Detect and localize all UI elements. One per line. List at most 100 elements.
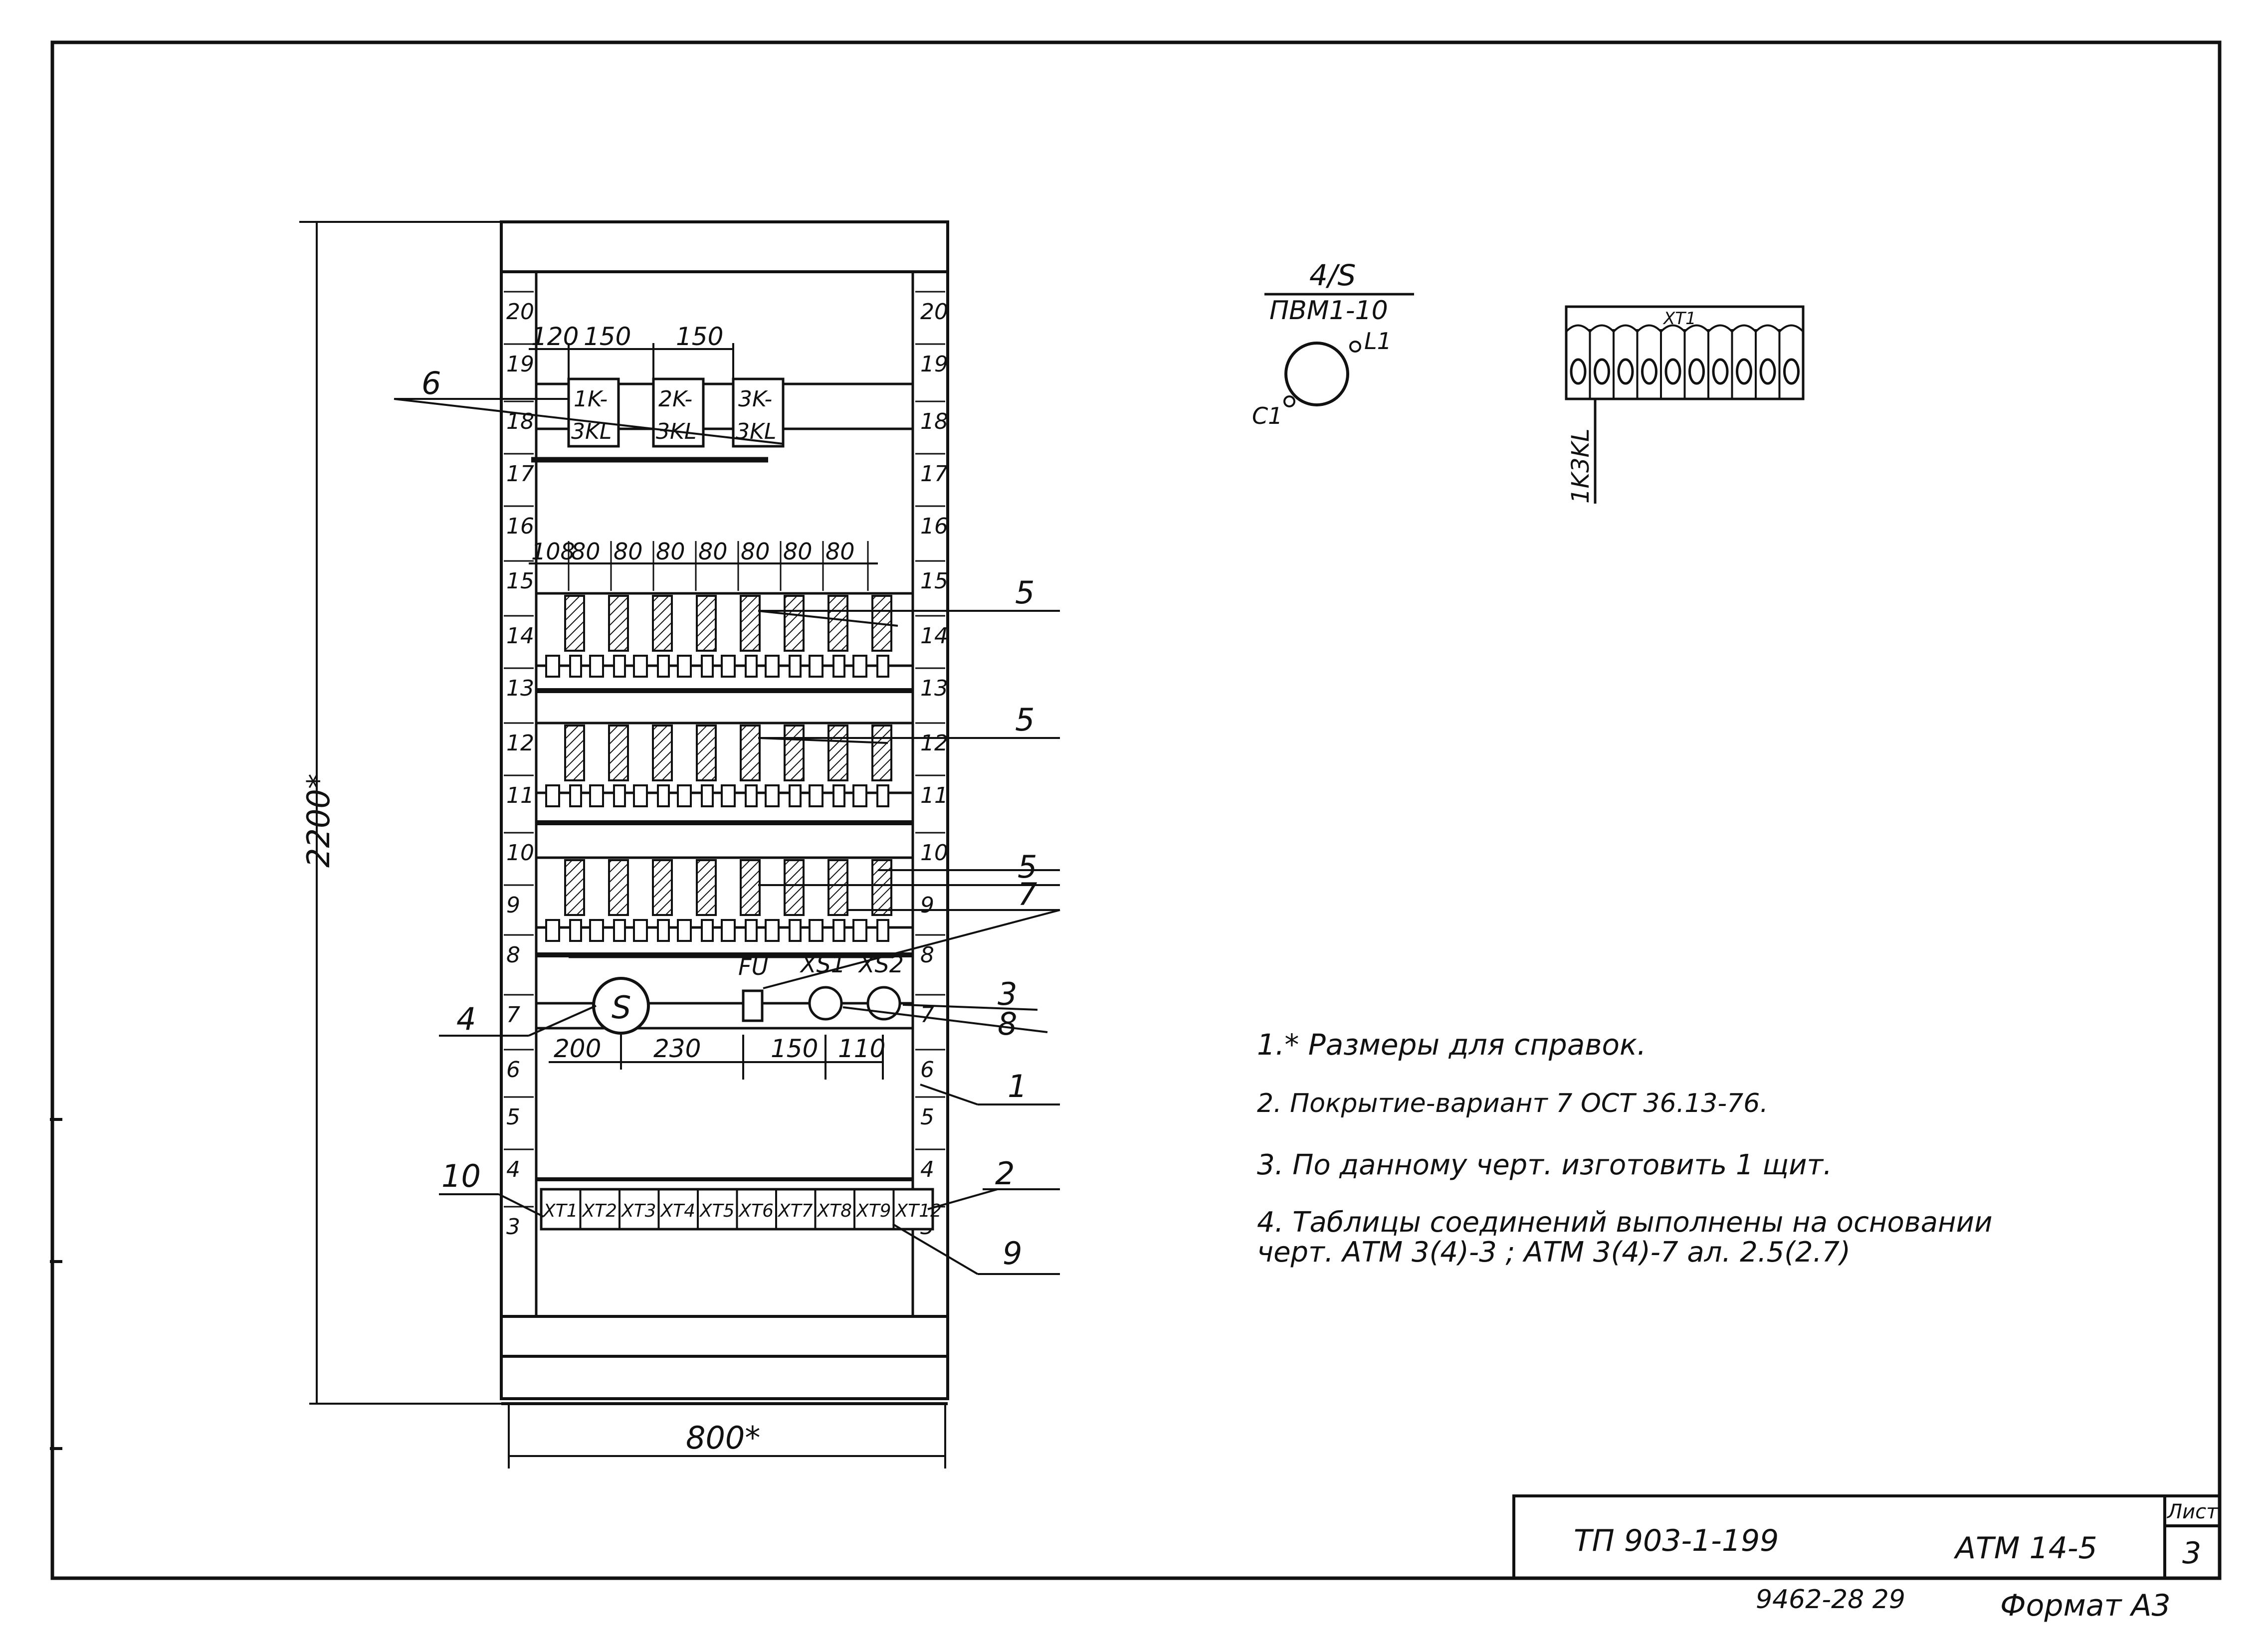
terminal-block-label: XT2 bbox=[582, 1201, 618, 1221]
contactor-label-top: 1K- bbox=[574, 386, 608, 412]
terminal-clamp bbox=[569, 919, 582, 942]
breaker-module bbox=[652, 595, 673, 652]
rail-number-right: 4 bbox=[920, 1157, 934, 1182]
rail-number-left: 20 bbox=[506, 299, 534, 325]
callout-9: 9 bbox=[1003, 1235, 1022, 1272]
terminal-screw bbox=[1570, 358, 1587, 385]
terminal-clamp bbox=[569, 655, 582, 678]
rail-number-right: 13 bbox=[920, 676, 948, 701]
switch-label: S bbox=[612, 989, 631, 1026]
terminal-screw bbox=[1736, 358, 1752, 385]
terminal-clamp bbox=[745, 784, 758, 807]
note-4: 4. Таблицы соединений выполнены на основ… bbox=[1257, 1206, 1992, 1239]
dimension-value: 120 bbox=[531, 322, 579, 351]
terminal-clamp bbox=[657, 919, 670, 942]
terminal-clamp bbox=[789, 784, 802, 807]
contactor-device bbox=[652, 377, 705, 448]
terminal-clamp bbox=[765, 784, 780, 807]
switch-fraction-top: 4/S bbox=[1309, 258, 1356, 292]
rail-number-left: 14 bbox=[506, 623, 534, 649]
terminal-clamp bbox=[569, 784, 582, 807]
leader bbox=[758, 610, 898, 627]
rail-number-left: 8 bbox=[506, 942, 520, 968]
project-code: ТП 903-1-199 bbox=[1574, 1523, 1779, 1558]
terminal-jumper bbox=[1589, 324, 1615, 333]
breaker-module bbox=[564, 595, 585, 652]
terminal-clamp bbox=[789, 655, 802, 678]
rail-number-left: 3 bbox=[506, 1214, 520, 1240]
dimension-value: 150 bbox=[771, 1034, 818, 1063]
rail-number-right: 17 bbox=[920, 461, 948, 487]
terminal-screw bbox=[1783, 358, 1800, 385]
terminal-clamp bbox=[589, 784, 604, 807]
terminal-clamp bbox=[721, 919, 736, 942]
terminal-screw bbox=[1641, 358, 1657, 385]
terminal-clamp bbox=[701, 655, 714, 678]
width-label: 800* bbox=[686, 1420, 760, 1456]
rail-number-right: 15 bbox=[920, 568, 948, 594]
terminal-clamp bbox=[545, 655, 560, 678]
terminal-jumper bbox=[1684, 324, 1709, 333]
terminal-jumper bbox=[1637, 324, 1662, 333]
leader bbox=[498, 1193, 544, 1218]
terminal-clamp bbox=[657, 655, 670, 678]
terminal-block-label: XT6 bbox=[738, 1201, 774, 1221]
pin-c1-label: C1 bbox=[1252, 402, 1282, 429]
callout-6: 6 bbox=[421, 365, 441, 401]
leader bbox=[927, 1188, 998, 1210]
breaker-module bbox=[652, 725, 673, 781]
terminal-clamp bbox=[876, 919, 889, 942]
leader bbox=[528, 1005, 597, 1037]
terminal-jumper bbox=[1660, 324, 1685, 333]
leader bbox=[394, 398, 784, 445]
terminal-screw bbox=[1594, 358, 1610, 385]
terminal-clamp bbox=[677, 919, 692, 942]
rail-number-left: 9 bbox=[506, 893, 520, 918]
terminal-detail-side-label: 1K3KL bbox=[1567, 428, 1595, 504]
breaker-module bbox=[827, 859, 848, 916]
rail-number-left: 12 bbox=[506, 731, 534, 756]
terminal-clamp bbox=[633, 784, 648, 807]
leader bbox=[763, 909, 1060, 989]
rail-number-right: 6 bbox=[920, 1057, 934, 1083]
terminal-clamp bbox=[613, 919, 626, 942]
rail-number-right: 19 bbox=[920, 352, 948, 377]
breaker-module bbox=[871, 725, 892, 781]
socket-2-label: XS2 bbox=[858, 951, 904, 978]
rail-number-right: 9 bbox=[920, 893, 934, 918]
breaker-module bbox=[652, 859, 673, 916]
switch-fraction-bottom: ПВМ1-10 bbox=[1269, 296, 1388, 326]
terminal-screw bbox=[1664, 358, 1681, 385]
breaker-module bbox=[740, 859, 761, 916]
contactor-label-top: 3K- bbox=[738, 386, 772, 412]
terminal-block-label: XT9 bbox=[855, 1201, 891, 1221]
terminal-clamp bbox=[721, 784, 736, 807]
breaker-module bbox=[564, 859, 585, 916]
terminal-clamp bbox=[721, 655, 736, 678]
dimension-value: 200 bbox=[554, 1034, 601, 1063]
terminal-clamp bbox=[545, 784, 560, 807]
rail-number-left: 15 bbox=[506, 568, 534, 594]
dimension-value: 80 bbox=[783, 538, 813, 565]
terminal-block-label: XT1 bbox=[542, 1201, 578, 1221]
terminal-clamp bbox=[809, 784, 824, 807]
rail-number-left: 7 bbox=[506, 1002, 520, 1028]
terminal-clamp bbox=[677, 784, 692, 807]
terminal-jumper bbox=[1779, 324, 1804, 333]
dimension-value: 108 bbox=[531, 538, 575, 565]
terminal-clamp bbox=[633, 919, 648, 942]
terminal-clamp bbox=[765, 655, 780, 678]
breaker-module bbox=[696, 859, 717, 916]
breaker-module bbox=[696, 725, 717, 781]
rail-number-right: 10 bbox=[920, 840, 948, 866]
terminal-detail: XT1 1K3KL bbox=[1565, 305, 1805, 504]
note-1: 1.* Размеры для справок. bbox=[1257, 1028, 1646, 1062]
rail-number-left: 17 bbox=[506, 461, 534, 487]
terminal-block-label: XT7 bbox=[777, 1201, 813, 1221]
breaker-module bbox=[827, 595, 848, 652]
terminal-jumper bbox=[1613, 324, 1638, 333]
